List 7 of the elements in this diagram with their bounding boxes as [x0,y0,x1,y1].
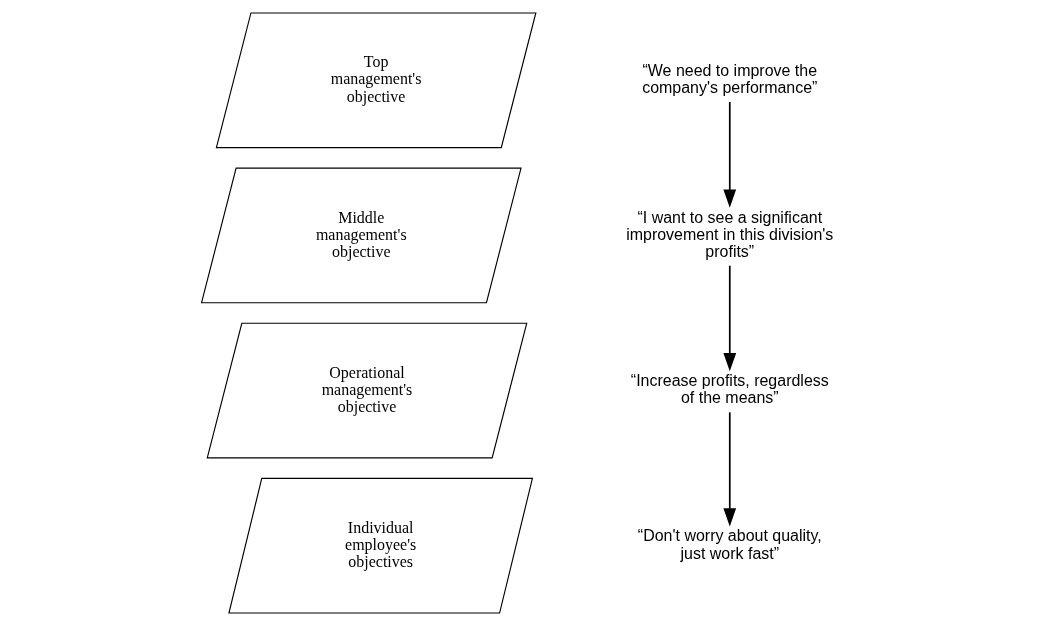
node-text: “We need to improve the company's performance” [641,61,817,97]
arrow [722,264,736,372]
node-text: “Increase profits, regardless of the means” [630,372,829,407]
arrow [722,411,736,527]
node-text: “Don't worry about quality, just work fast” [637,527,822,562]
node-text: “I want to see a significant improvement in this division's profits” [625,208,833,260]
arrow [722,101,736,208]
